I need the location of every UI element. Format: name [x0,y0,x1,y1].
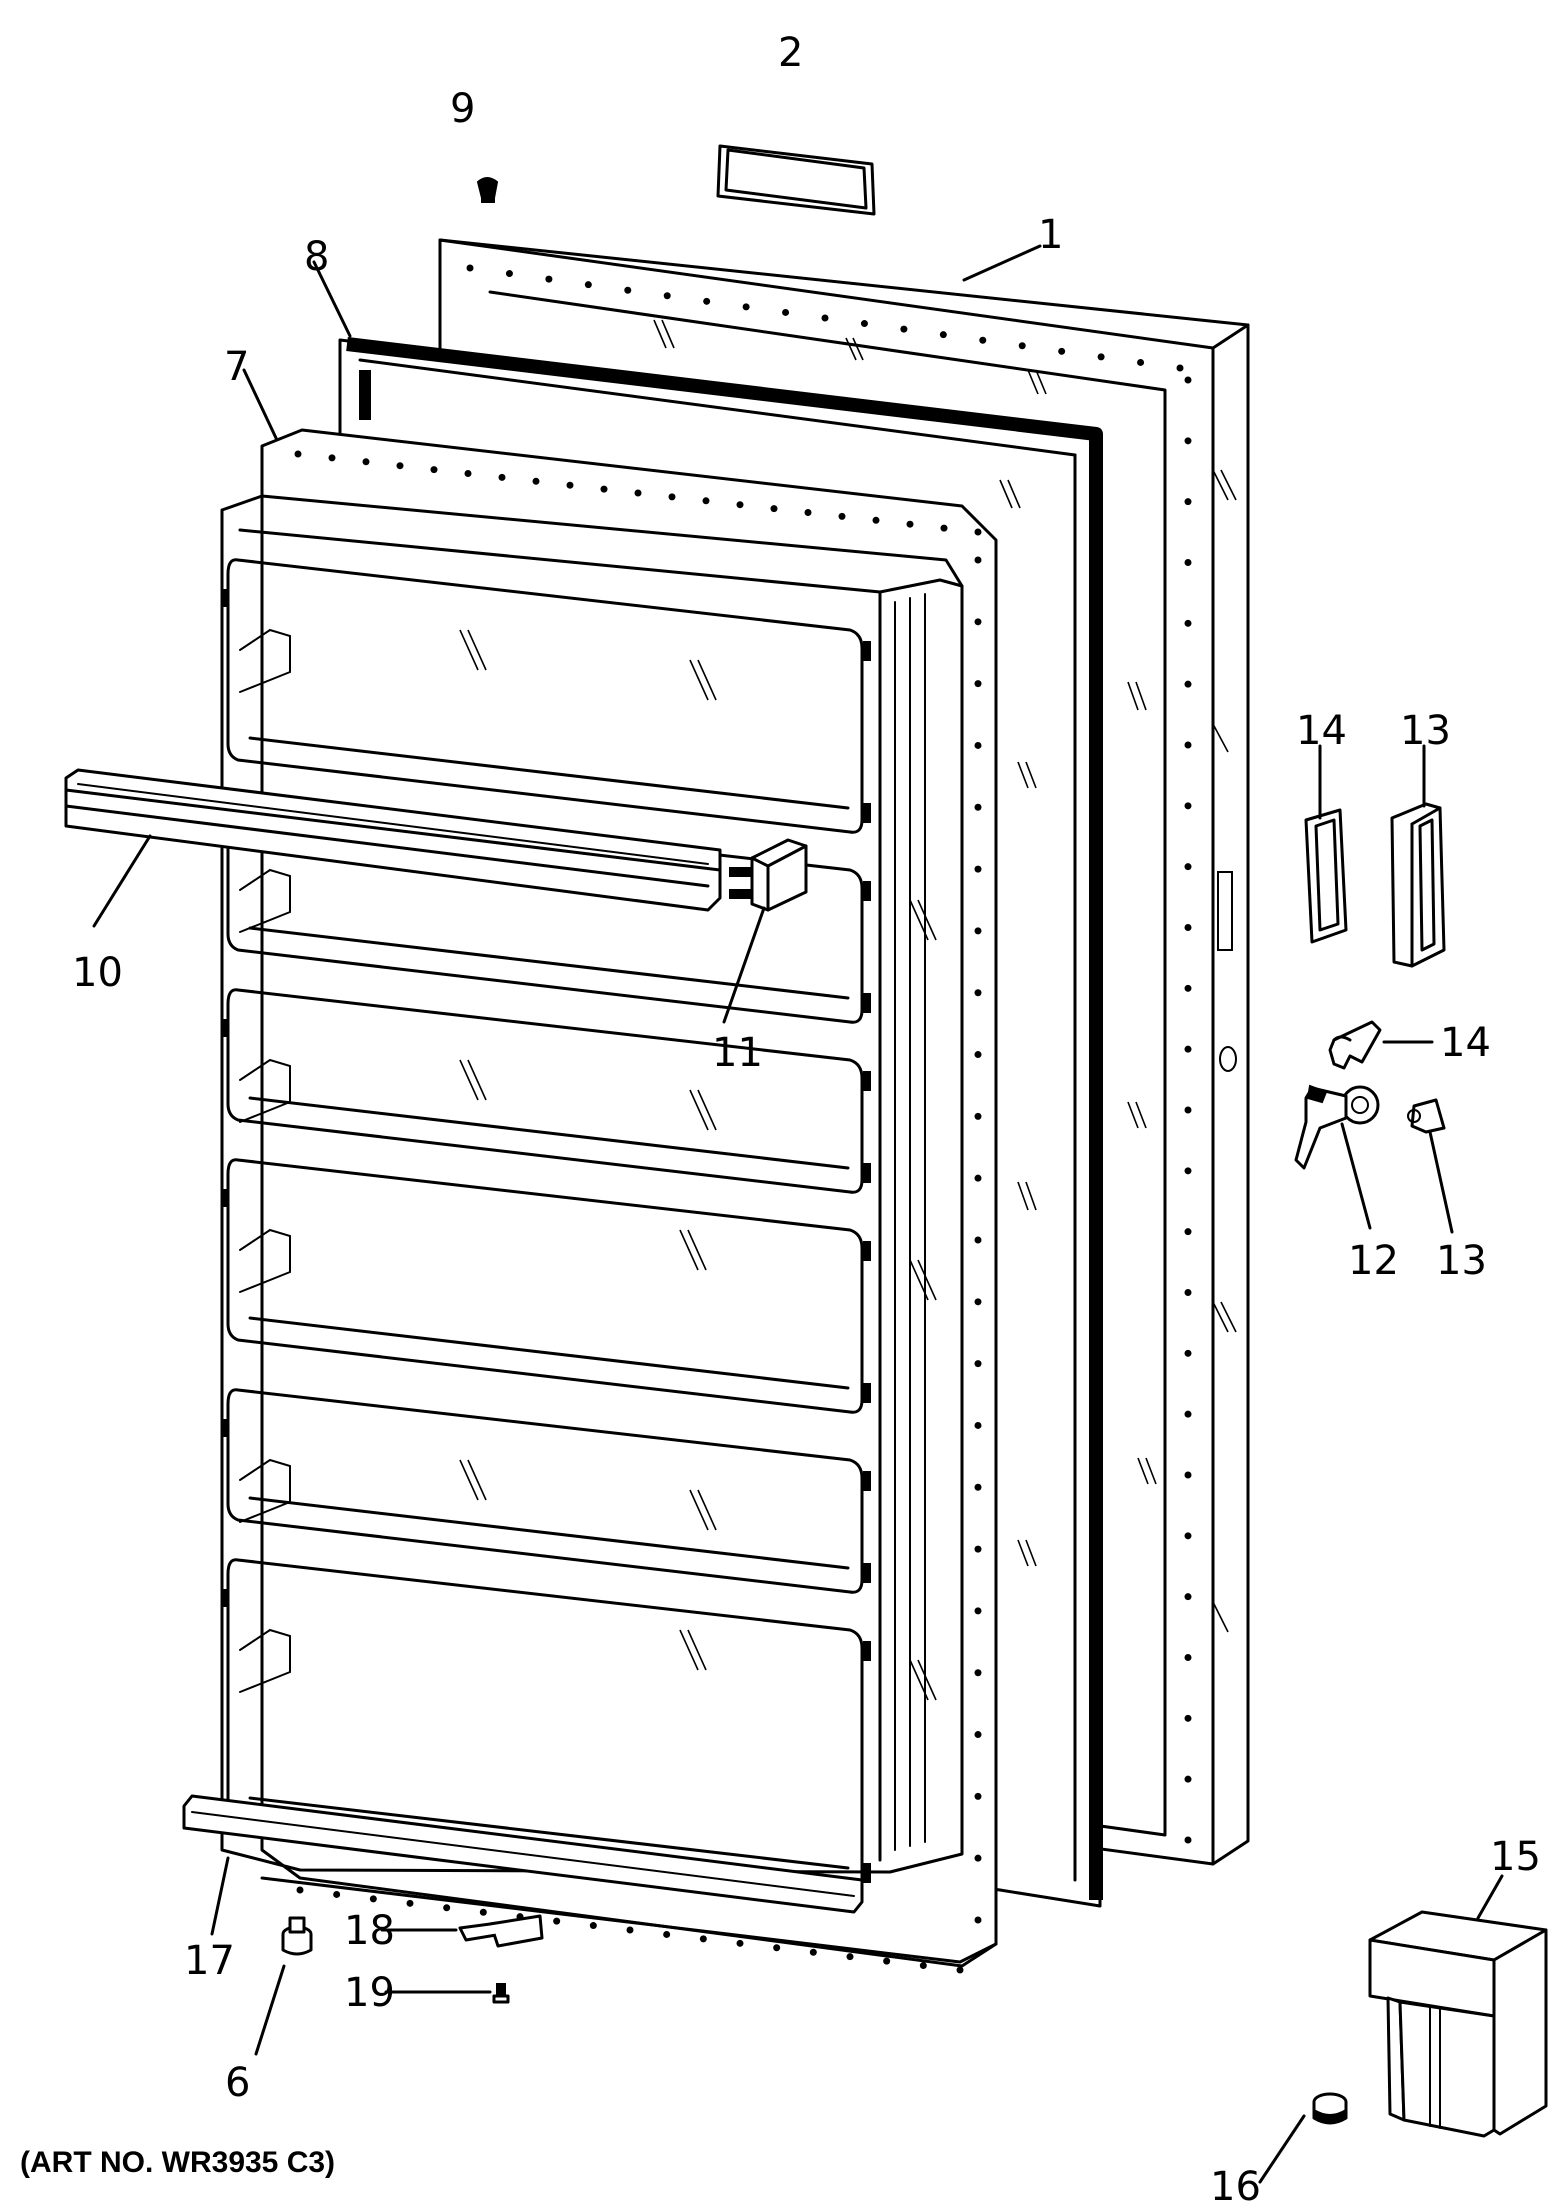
callout-7: 7 [224,344,249,390]
handle-insert [1304,808,1348,944]
plug-part-16 [1312,2092,1348,2125]
callout-9: 9 [450,86,475,132]
shelf-end-cap [729,838,808,912]
callout-1: 1 [1038,212,1063,258]
leader-lines [92,244,1504,2184]
plug-part-9 [476,177,499,203]
cover-plate [716,144,876,216]
callout-6: 6 [225,2060,250,2106]
door-bin-4 [221,1158,937,1414]
handle-cup [1390,802,1446,968]
screw-part-6 [281,1916,313,1956]
door-bin-3 [221,988,871,1194]
door-bin-1 [221,558,871,834]
lower-trim-bar [182,1794,864,1914]
callout-15: 15 [1490,1834,1541,1880]
callout-11: 11 [712,1030,763,1076]
latch-clip [1328,1020,1382,1070]
callout-14-handle-insert: 14 [1296,708,1347,754]
bracket [458,1914,544,1948]
callout-16: 16 [1210,2164,1261,2208]
door-bin-5 [221,1388,871,1594]
screw-part-19 [492,1983,510,2004]
callout-18: 18 [344,1908,395,1954]
callout-14-clip: 14 [1440,1020,1491,1066]
latch-striker [1407,1098,1446,1134]
latch [1294,1084,1380,1170]
callout-labels: 1 2 6 7 8 9 10 11 12 13 13 14 14 15 16 1… [72,30,1541,2208]
callout-17: 17 [184,1938,235,1984]
shelf-bar [64,768,722,912]
art-number: (ART NO. WR3935 C3) [20,2146,335,2179]
callout-19: 19 [344,1970,395,2016]
callout-12: 12 [1348,1238,1399,1284]
callout-10: 10 [72,950,123,996]
callout-2: 2 [778,30,803,76]
door-liner [220,428,998,1974]
hinge-cover [1368,1910,1548,2138]
callout-8: 8 [304,234,329,280]
callout-13-striker: 13 [1436,1238,1487,1284]
callout-13-handle-cup: 13 [1400,708,1451,754]
